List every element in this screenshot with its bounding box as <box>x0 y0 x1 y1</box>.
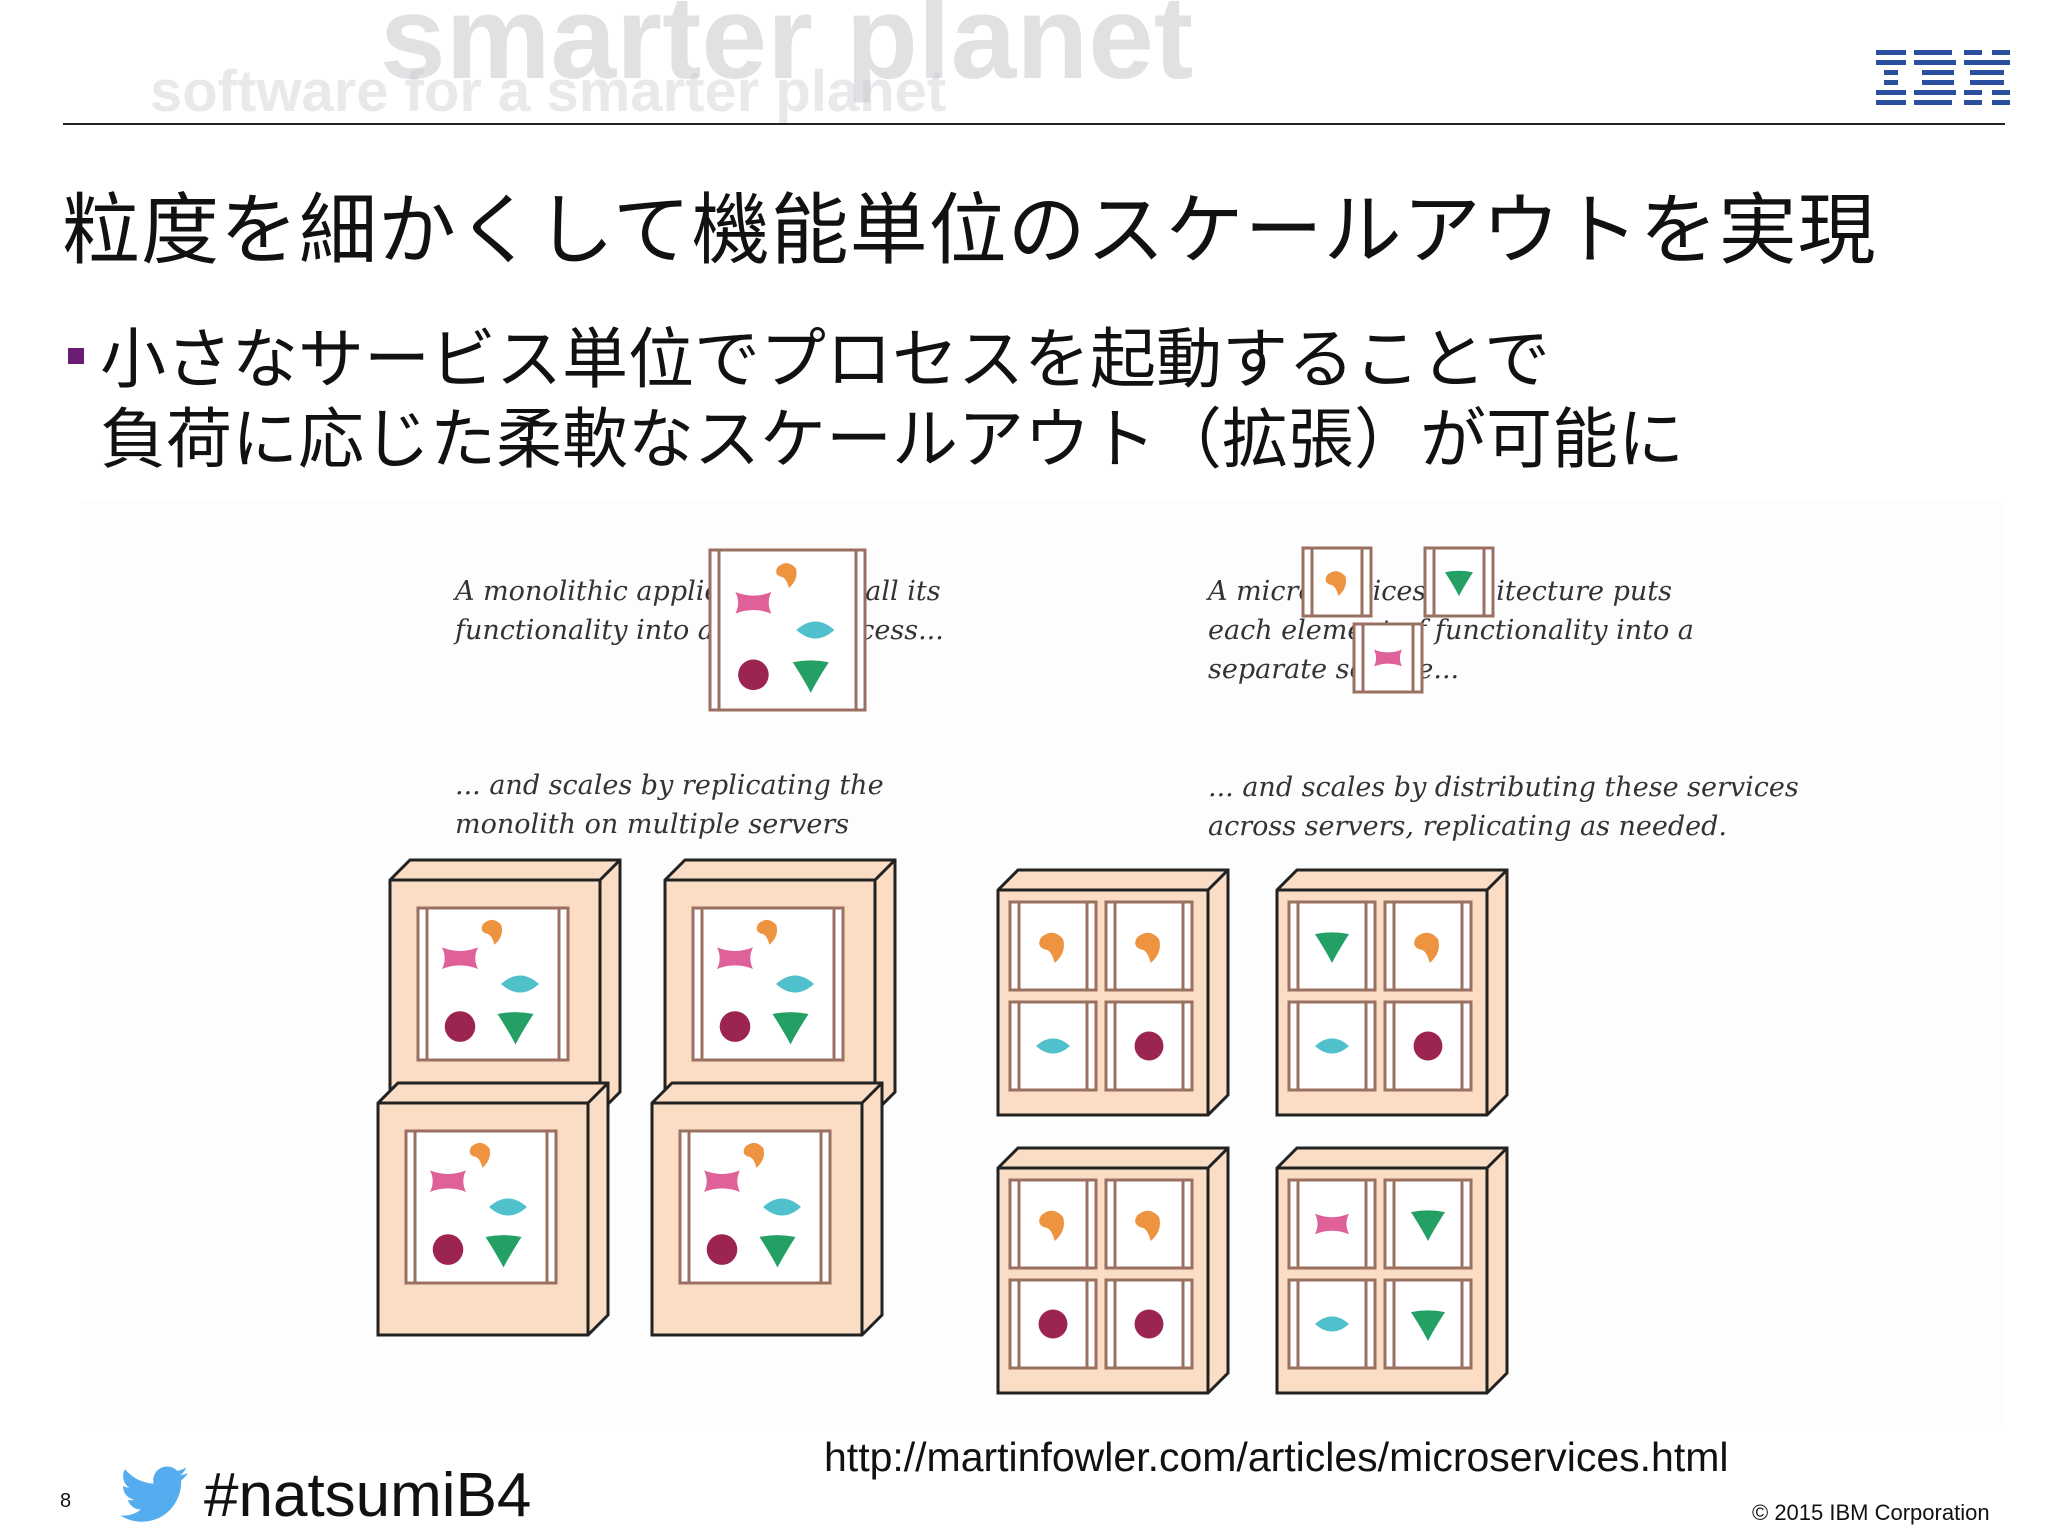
bullet-line-1: 小さなサービス単位でプロセスを起動することで <box>100 321 1551 398</box>
green-shape <box>1445 570 1473 596</box>
pink-shape <box>442 947 478 969</box>
bullet-line-2: 負荷に応じた柔軟なスケールアウト（拡張）が可能に <box>100 401 1684 478</box>
maroon-shape <box>1413 1031 1443 1061</box>
monolith-server-1-edges <box>390 858 622 1112</box>
green-shape <box>1411 1310 1445 1341</box>
cyan-shape <box>1315 1316 1349 1332</box>
ibm-logo <box>1876 50 2010 105</box>
pink-shape <box>1315 1213 1349 1235</box>
watermark-main: smarter planet <box>380 0 1194 104</box>
maroon-shape <box>1038 1309 1068 1339</box>
green-shape <box>772 1012 809 1045</box>
cyan-shape <box>1315 1038 1349 1054</box>
pink-shape <box>717 947 753 969</box>
orange-shape <box>1414 932 1439 963</box>
orange-shape <box>1039 932 1064 963</box>
header-banner: smarter planet software for a smarter pl… <box>0 0 2048 124</box>
microservices-figure: A monolithic application puts all its fu… <box>80 500 2005 1430</box>
orange-shape <box>1325 571 1347 596</box>
micro-server-4-edges <box>1277 1146 1509 1393</box>
watermark-sub: software for a smarter planet <box>150 59 947 124</box>
maroon-shape <box>738 659 769 691</box>
source-link[interactable]: http://martinfowler.com/articles/microse… <box>824 1434 1729 1480</box>
copyright: © 2015 IBM Corporation <box>1752 1500 1990 1525</box>
cyan-shape <box>501 975 539 993</box>
maroon-shape <box>1134 1031 1164 1061</box>
cyan-shape <box>776 975 814 993</box>
service-2 <box>1423 546 1495 618</box>
cyan-shape <box>489 1198 527 1216</box>
page-number: 8 <box>60 1490 72 1512</box>
orange-shape <box>481 919 503 945</box>
orange-shape <box>776 563 797 588</box>
green-shape <box>1315 932 1349 963</box>
pink-shape <box>1374 649 1402 667</box>
mono-scale-caption-1: ... and scales by replicating the <box>455 770 884 801</box>
micro-caption-2: each element of functionality into a <box>1208 615 1694 646</box>
micro-scale-caption-2: across servers, replicating as needed. <box>1208 811 1727 842</box>
green-shape <box>1411 1210 1445 1241</box>
monolith-server-2-edges <box>665 858 897 1112</box>
maroon-shape <box>706 1234 738 1265</box>
header-rule <box>63 123 2005 125</box>
cyan-shape <box>796 621 835 639</box>
orange-shape <box>1135 1210 1160 1241</box>
cyan-shape <box>1036 1038 1070 1054</box>
orange-shape <box>756 919 778 945</box>
green-shape <box>759 1235 796 1268</box>
green-shape <box>792 660 829 693</box>
micro-scale-caption-1: ... and scales by distributing these ser… <box>1208 772 1799 803</box>
micro-server-2-edges <box>1277 868 1509 1115</box>
green-shape <box>497 1012 534 1045</box>
monolith-process <box>708 548 867 712</box>
figure-drawing <box>376 546 1509 1395</box>
micro-server-1-edges <box>998 868 1230 1115</box>
orange-shape <box>469 1142 491 1168</box>
orange-shape <box>1135 932 1160 963</box>
green-shape <box>485 1235 522 1268</box>
orange-shape <box>1039 1210 1064 1241</box>
monolith-server-4-edges <box>652 1081 884 1335</box>
maroon-shape <box>444 1011 476 1042</box>
hashtag: #natsumiB4 <box>204 1461 532 1530</box>
pink-shape <box>704 1170 740 1192</box>
orange-shape <box>743 1142 765 1168</box>
monolith-server-3-edges <box>378 1081 610 1335</box>
micro-server-3-edges <box>998 1146 1230 1393</box>
maroon-shape <box>1134 1309 1164 1339</box>
cyan-shape <box>763 1198 801 1216</box>
maroon-shape <box>432 1234 464 1265</box>
twitter-bird-icon <box>120 1466 188 1522</box>
pink-shape <box>430 1170 466 1192</box>
maroon-shape <box>719 1011 751 1042</box>
monolith-server-2-process <box>691 906 845 1062</box>
pink-shape <box>735 592 772 614</box>
bullet-marker <box>68 348 84 364</box>
mono-scale-caption-2: monolith on multiple servers <box>455 809 850 840</box>
slide-title: 粒度を細かくして機能単位のスケールアウトを実現 <box>62 186 1877 276</box>
